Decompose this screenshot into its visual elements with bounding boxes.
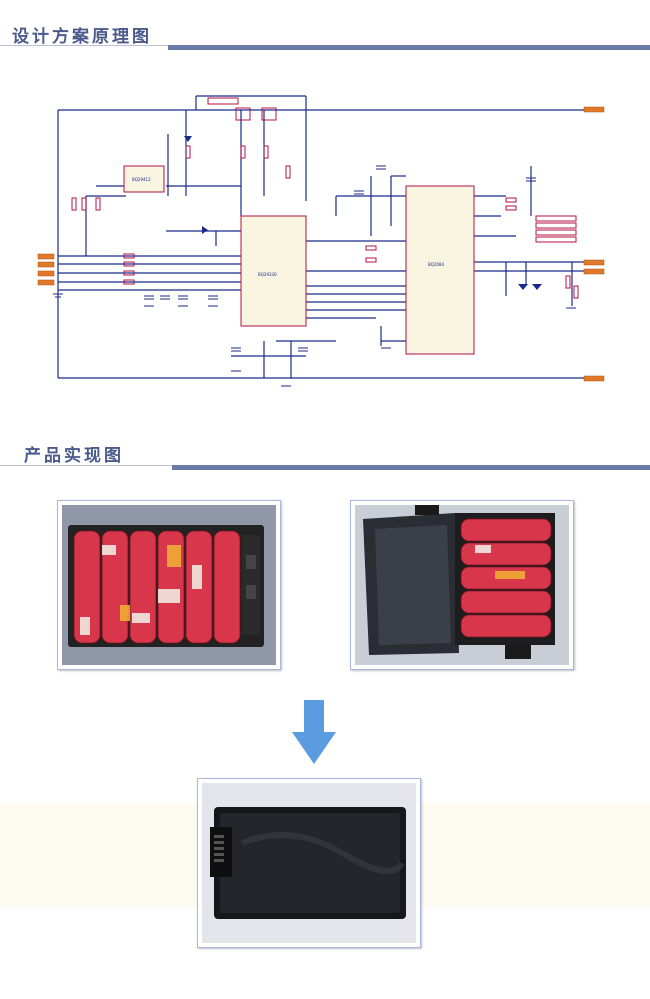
battery-cells-photo-icon xyxy=(62,505,276,665)
product-section-title: 产品实现图 xyxy=(24,446,124,466)
photo-finished-battery-pack xyxy=(197,778,421,948)
svg-text:BQ29330: BQ29330 xyxy=(258,272,277,277)
schematic-section-title: 设计方案原理图 xyxy=(12,27,152,47)
circuit-schematic: BQ29330 BQ2084 BQ29412 xyxy=(36,86,626,396)
schematic-section-header: 设计方案原理图 xyxy=(0,18,650,52)
photo-open-battery-pack xyxy=(57,500,281,670)
svg-text:BQ29412: BQ29412 xyxy=(132,177,151,182)
battery-case-photo-icon xyxy=(355,505,569,665)
header-divider-thick xyxy=(168,45,650,50)
arrow-down-icon xyxy=(290,700,338,764)
finished-battery-photo-icon xyxy=(202,783,416,943)
header-divider-thick xyxy=(172,465,650,470)
product-section-header: 产品实现图 xyxy=(0,437,650,471)
photo-cells-in-case xyxy=(350,500,574,670)
svg-text:BQ2084: BQ2084 xyxy=(428,262,445,267)
